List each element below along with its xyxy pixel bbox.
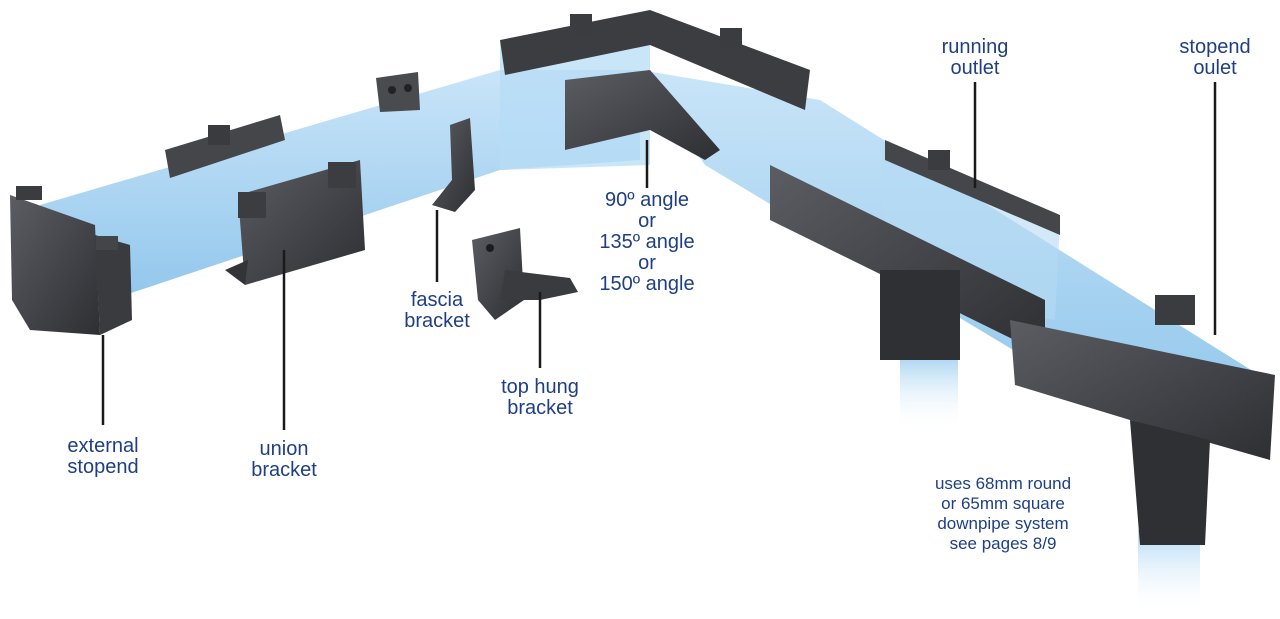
label-line: 150º angle [599,273,695,295]
stopend-outlet-label: stopend oulet [1170,37,1260,79]
label-line: stopend [67,456,139,478]
label-line: bracket [404,310,470,332]
label-line: stopend [1179,36,1251,58]
union-bracket-part [165,115,365,285]
label-line: oulet [1193,57,1237,79]
running-outlet-label: running outlet [930,37,1020,79]
union-bracket-label: union bracket [232,439,336,481]
external-stopend-label: external stopend [48,436,158,478]
top-hung-bracket-label: top hung bracket [490,377,590,419]
leader-lines [101,82,1217,430]
note-line: downpipe system [937,514,1069,533]
label-line: or [638,210,656,232]
label-line: bracket [507,397,573,419]
label-line: external [67,435,139,457]
note-line: see pages 8/9 [949,534,1057,553]
label-line: union [259,438,309,460]
note-line: or 65mm square [941,494,1065,513]
fascia-bracket-label: fascia bracket [392,290,482,332]
downpipe-note: uses 68mm round or 65mm square downpipe … [918,474,1088,554]
label-line: or [638,252,656,274]
label-line: outlet [950,57,1000,79]
top-hung-bracket-part [472,228,578,320]
label-line: 135º angle [599,231,695,253]
external-stopend-part [10,186,132,335]
angle-part [500,10,810,160]
label-line: 90º angle [604,189,690,211]
running-outlet-part [770,140,1060,360]
angle-label: 90º angle or 135º angle or 150º angle [584,190,710,295]
label-line: fascia [410,289,464,311]
stopend-outlet-part [1010,295,1275,545]
label-line: top hung [501,376,579,398]
label-line: bracket [251,459,317,481]
fascia-bracket-part [376,72,475,212]
note-line: uses 68mm round [934,474,1072,493]
label-line: running [941,36,1009,58]
